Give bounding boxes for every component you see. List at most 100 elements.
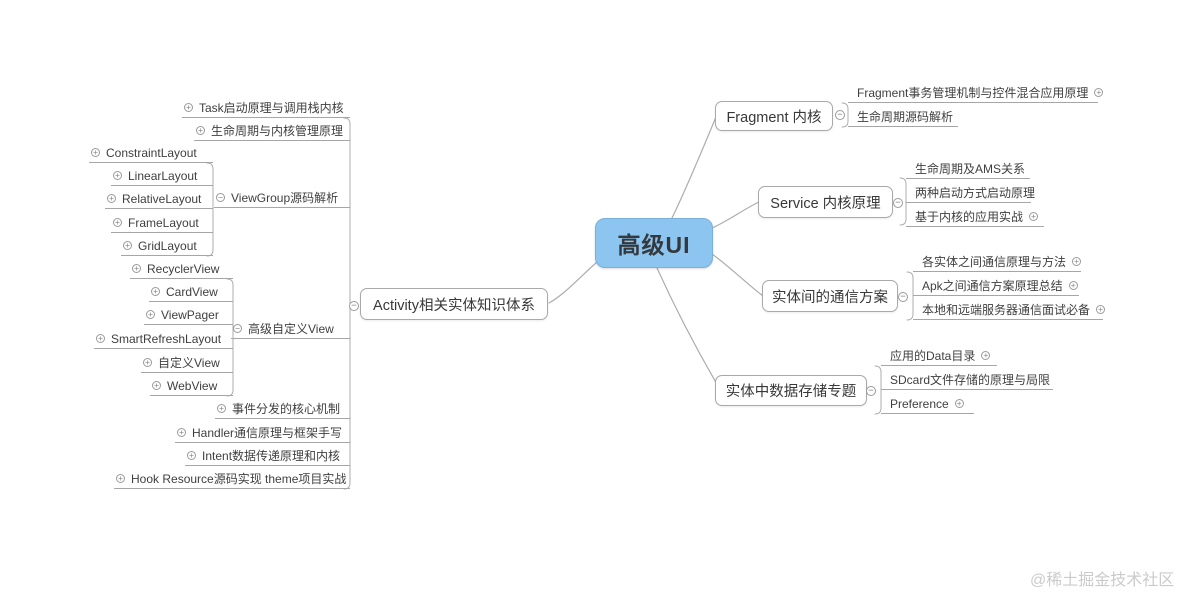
leaf-label: 生命周期源码解析 [857, 110, 954, 124]
leaf-label: 生命周期及AMS关系 [915, 162, 1026, 176]
spine-service-children [899, 177, 907, 226]
fragment-branch-node[interactable]: Fragment 内核 [715, 101, 833, 131]
collapse-icon[interactable]: − [898, 292, 908, 302]
leaf-label: 两种启动方式启动原理 [915, 186, 1036, 200]
leaf-preference[interactable]: Preference + [881, 395, 974, 414]
leaf-intent-principle[interactable]: + Intent数据传递原理和内核 [185, 447, 350, 466]
expand-icon[interactable]: + [1068, 281, 1078, 290]
leaf-hook-resource[interactable]: + Hook Resource源码实现 theme项目实战 [114, 470, 350, 489]
leaf-constraintlayout[interactable]: + ConstraintLayout [89, 144, 213, 163]
node-label: 高级自定义View [248, 322, 334, 336]
leaf-handler-principle[interactable]: + Handler通信原理与框架手写 [175, 424, 350, 443]
storage-branch-node[interactable]: 实体中数据存储专题 [715, 375, 867, 406]
leaf-task-launch[interactable]: + Task启动原理与调用栈内核 [182, 99, 350, 118]
communication-branch-label: 实体间的通信方案 [772, 289, 888, 306]
leaf-gridlayout[interactable]: + GridLayout [121, 237, 213, 256]
leaf-label: GridLayout [138, 238, 197, 253]
collapse-icon[interactable]: − [233, 324, 242, 333]
leaf-label: 本地和远端服务器通信面试必备 [922, 303, 1091, 317]
collapse-icon[interactable]: − [216, 193, 225, 202]
expand-icon[interactable]: + [151, 287, 160, 296]
expand-icon[interactable]: + [1072, 257, 1082, 266]
leaf-remote-communication[interactable]: 本地和远端服务器通信面试必备 + [913, 301, 1106, 320]
collapse-icon[interactable]: − [349, 301, 359, 311]
collapse-icon[interactable]: − [835, 110, 845, 120]
expand-icon[interactable]: + [152, 381, 161, 390]
expand-icon[interactable]: + [1094, 88, 1104, 97]
leaf-event-dispatch[interactable]: + 事件分发的核心机制 [215, 400, 350, 419]
node-advanced-customview[interactable]: − 高级自定义View [231, 320, 350, 339]
leaf-data-directory[interactable]: 应用的Data目录 + [881, 347, 997, 366]
leaf-label: 应用的Data目录 [890, 349, 976, 363]
leaf-label: 各实体之间通信原理与方法 [922, 255, 1067, 269]
leaf-lifecycle-management[interactable]: + 生命周期与内核管理原理 [194, 122, 350, 141]
leaf-service-lifecycle-ams[interactable]: 生命周期及AMS关系 [906, 160, 1030, 179]
service-branch-node[interactable]: Service 内核原理 [758, 186, 893, 218]
leaf-sdcard-storage[interactable]: SDcard文件存储的原理与局限 [881, 371, 1053, 390]
leaf-label: LinearLayout [128, 168, 198, 183]
expand-icon[interactable]: + [187, 451, 196, 460]
leaf-label: ViewPager [161, 307, 219, 322]
leaf-entity-communication[interactable]: 各实体之间通信原理与方法 + [913, 253, 1082, 272]
communication-branch-node[interactable]: 实体间的通信方案 [762, 280, 898, 312]
leaf-recyclerview[interactable]: + RecyclerView [130, 260, 233, 279]
leaf-fragment-transaction[interactable]: Fragment事务管理机制与控件混合应用原理 + [848, 84, 1104, 103]
leaf-fragment-lifecycle[interactable]: 生命周期源码解析 [848, 108, 958, 127]
expand-icon[interactable]: + [1096, 305, 1106, 314]
leaf-custom-view[interactable]: + 自定义View [141, 354, 233, 373]
leaf-smartrefreshlayout[interactable]: + SmartRefreshLayout [94, 330, 233, 349]
leaf-apk-communication[interactable]: Apk之间通信方案原理总结 + [913, 277, 1079, 296]
expand-icon[interactable]: + [1029, 212, 1039, 221]
node-viewgroup-source[interactable]: − ViewGroup源码解析 [214, 189, 350, 208]
leaf-label: RecyclerView [147, 261, 220, 276]
watermark: @稀土掘金技术社区 [1030, 572, 1175, 589]
leaf-framelayout[interactable]: + FrameLayout [111, 214, 213, 233]
activity-branch-label: Activity相关实体知识体系 [373, 297, 535, 314]
expand-icon[interactable]: + [217, 404, 226, 413]
expand-icon[interactable]: + [96, 334, 105, 343]
leaf-label: FrameLayout [128, 215, 199, 230]
expand-icon[interactable]: + [113, 171, 122, 180]
leaf-label: WebView [167, 378, 218, 393]
leaf-linearlayout[interactable]: + LinearLayout [111, 167, 213, 186]
expand-icon[interactable]: + [981, 351, 991, 360]
leaf-relativelayout[interactable]: + RelativeLayout [105, 190, 213, 209]
collapse-icon[interactable]: − [866, 386, 876, 396]
link-center-activity [548, 261, 598, 304]
leaf-label: Hook Resource源码实现 theme项目实战 [131, 472, 347, 486]
leaf-cardview[interactable]: + CardView [149, 283, 233, 302]
leaf-service-start-modes[interactable]: 两种启动方式启动原理 [906, 184, 1035, 203]
expand-icon[interactable]: + [184, 103, 193, 112]
expand-icon[interactable]: + [132, 264, 141, 273]
expand-icon[interactable]: + [123, 241, 132, 250]
link-center-fragment [671, 116, 717, 219]
leaf-label: Handler通信原理与框架手写 [192, 426, 343, 440]
leaf-service-practice[interactable]: 基于内核的应用实战 + [906, 208, 1044, 227]
expand-icon[interactable]: + [91, 148, 100, 157]
central-topic-label: 高级UI [617, 232, 691, 258]
leaf-webview[interactable]: + WebView [150, 377, 233, 396]
expand-icon[interactable]: + [116, 474, 125, 483]
link-center-service [711, 201, 760, 229]
activity-branch-node[interactable]: Activity相关实体知识体系 [360, 288, 548, 320]
expand-icon[interactable]: + [177, 428, 186, 437]
link-center-communication [711, 253, 764, 297]
expand-icon[interactable]: + [196, 126, 205, 135]
leaf-label: 事件分发的核心机制 [232, 402, 341, 416]
expand-icon[interactable]: + [954, 399, 964, 408]
leaf-viewpager[interactable]: + ViewPager [144, 306, 233, 325]
spine-fragment-children [841, 102, 849, 128]
expand-icon[interactable]: + [143, 358, 152, 367]
central-topic[interactable]: 高级UI [595, 218, 713, 268]
expand-icon[interactable]: + [113, 218, 122, 227]
leaf-label: Task启动原理与调用栈内核 [199, 101, 344, 115]
spine-storage-children [874, 365, 882, 415]
expand-icon[interactable]: + [107, 194, 116, 203]
spine-communication-children [906, 271, 914, 321]
leaf-label: RelativeLayout [122, 191, 202, 206]
expand-icon[interactable]: + [146, 310, 155, 319]
collapse-icon[interactable]: − [893, 198, 903, 208]
leaf-label: ConstraintLayout [106, 145, 197, 160]
leaf-label: SDcard文件存储的原理与局限 [890, 373, 1051, 387]
